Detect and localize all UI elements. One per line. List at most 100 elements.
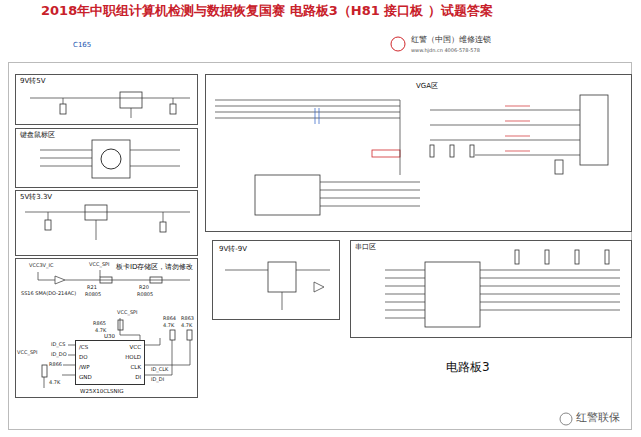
wire: [145, 338, 160, 345]
wire: [315, 108, 316, 124]
part-label: R866: [48, 362, 63, 368]
wire: [40, 166, 92, 167]
wire: [320, 182, 420, 183]
wire: [44, 377, 45, 388]
panel-heading: 键盘鼠标区: [20, 132, 55, 140]
wire: [475, 155, 580, 156]
component-symbol: [60, 104, 66, 114]
part-label: 4.7K: [48, 380, 61, 386]
wire: [385, 278, 425, 279]
wire: [215, 106, 400, 107]
component-symbol: [170, 330, 175, 340]
chip-box: U30/CSDO/WPGNDVCCHOLDCLKDIW25X10CLSNIG: [75, 340, 145, 385]
pin-name: /CS: [79, 344, 88, 350]
wire: [480, 270, 620, 271]
circuit-panel: 5V转3.3V: [15, 190, 198, 256]
component-symbol: [575, 250, 579, 264]
wire: [130, 150, 180, 151]
part-code: C165: [72, 42, 92, 50]
part-label: R21: [86, 285, 98, 291]
wire: [320, 198, 420, 199]
watermark: 红警联保: [575, 412, 621, 424]
part-label: ID_CLK: [150, 367, 169, 373]
part-label: 4.7K: [162, 323, 175, 329]
title: 2018年中职组计算机检测与数据恢复国赛 电路板3（H81 接口板 ）试题答案: [40, 4, 494, 18]
wire: [65, 280, 190, 281]
wire: [62, 365, 75, 366]
component-symbol: [470, 145, 474, 157]
part-label: ID_DI: [150, 377, 165, 383]
wire: [30, 98, 190, 99]
component-symbol: [372, 150, 400, 157]
wire: [480, 294, 620, 295]
wire: [320, 190, 420, 191]
pin-name: GND: [79, 374, 92, 380]
component-symbol: [425, 262, 480, 327]
wire: [385, 302, 425, 303]
wire: [385, 270, 425, 271]
logo-text: 红警（中国）维修连锁: [410, 36, 492, 45]
part-label: SS16 SMA(DO-214AC): [20, 291, 77, 297]
wire: [163, 212, 164, 222]
wire: [505, 106, 530, 107]
wire: [55, 276, 65, 284]
wire: [385, 318, 425, 319]
pin-name: DI: [135, 374, 141, 380]
wire: [480, 286, 620, 287]
part-label: R0805: [84, 292, 102, 298]
chip-label: U30: [104, 333, 115, 339]
component-symbol: [580, 95, 608, 165]
wire: [40, 150, 92, 151]
component-symbol: [430, 145, 434, 157]
pin-name: CLK: [130, 364, 141, 370]
part-label: ID_DO: [50, 352, 68, 358]
wire: [40, 158, 92, 159]
circuit-panel: 串口区: [350, 240, 632, 338]
wire: [225, 270, 268, 271]
part-label: VCC_SPI: [16, 350, 39, 356]
wire: [385, 310, 425, 311]
component-symbol: [187, 330, 192, 340]
wire: [430, 125, 580, 126]
wire: [215, 112, 400, 113]
component-symbol: [85, 205, 107, 220]
component-symbol: [555, 160, 563, 174]
emblem-circle: [101, 149, 121, 169]
wire: [120, 318, 140, 340]
part-label: R865: [92, 321, 107, 327]
wire: [400, 100, 401, 175]
pin-name: DO: [79, 354, 88, 360]
component-symbol: [255, 175, 320, 215]
panel-heading: 5V转3.3V: [20, 194, 52, 202]
emblem-circle: [391, 37, 405, 51]
wire: [385, 286, 425, 287]
panel-heading: 9V转-9V: [219, 246, 247, 254]
wire: [480, 310, 620, 311]
wire: [215, 118, 400, 119]
part-label: VCC3V_IC: [28, 263, 54, 269]
component-symbol: [120, 92, 142, 108]
wire: [430, 140, 580, 141]
pin-name: /WP: [79, 364, 90, 370]
logo-contact: www.hjdn.cn 4006-578-578: [410, 48, 481, 54]
wire: [96, 220, 97, 240]
wire: [68, 355, 75, 356]
component-symbol: [160, 222, 166, 232]
emblem-circle: [560, 413, 572, 425]
part-label: VCC_SPI: [116, 310, 139, 316]
wire: [100, 270, 101, 277]
wire: [282, 292, 283, 310]
wire: [48, 212, 49, 220]
wire: [63, 98, 64, 104]
part-label: R864: [162, 316, 177, 322]
wire: [480, 278, 620, 279]
component-symbol: [118, 320, 123, 330]
circuit-panel: VGA区: [205, 74, 632, 232]
wire: [131, 108, 132, 118]
circuit-panel: 9V转5V: [15, 74, 198, 125]
wire: [480, 302, 620, 303]
wire: [145, 340, 190, 365]
wire: [314, 282, 324, 292]
wire: [62, 375, 75, 376]
